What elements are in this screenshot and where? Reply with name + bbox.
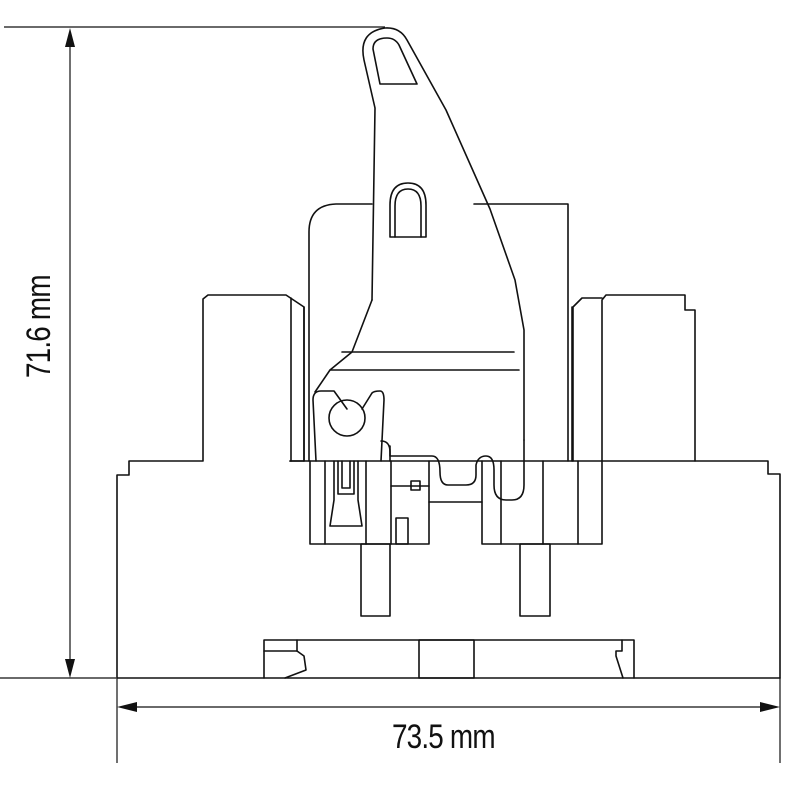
contact-block-right bbox=[481, 460, 603, 545]
arrow-up-icon bbox=[65, 28, 75, 47]
relay-housing bbox=[308, 203, 569, 462]
pin-left bbox=[360, 543, 391, 617]
arrow-right-icon bbox=[760, 702, 780, 712]
width-dimension bbox=[116, 678, 781, 763]
pin-right bbox=[519, 543, 551, 617]
pivot-icon bbox=[328, 399, 366, 437]
contact-block-left bbox=[309, 460, 483, 545]
width-dimension-label: 73.5 mm bbox=[392, 718, 496, 756]
retaining-lever bbox=[314, 27, 525, 501]
arrow-left-icon bbox=[117, 702, 137, 712]
arrow-down-icon bbox=[65, 659, 75, 678]
rail-center-block bbox=[418, 639, 475, 679]
height-dimension-label: 71.6 mm bbox=[20, 275, 58, 378]
din-rail-foot bbox=[263, 639, 635, 679]
terminal-pins bbox=[360, 543, 551, 617]
height-dimension bbox=[0, 26, 385, 679]
pivot-clip bbox=[312, 390, 391, 462]
